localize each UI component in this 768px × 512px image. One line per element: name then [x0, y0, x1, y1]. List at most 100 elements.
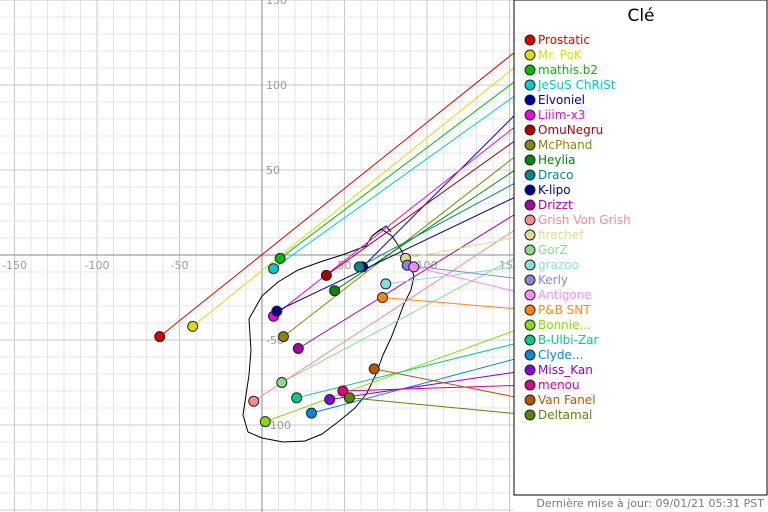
data-point: [353, 261, 365, 273]
x-tick-label: 50: [338, 259, 352, 272]
data-point: [368, 363, 380, 375]
x-tick-label: -150: [2, 259, 27, 272]
data-point: [268, 263, 280, 275]
connector-line: [382, 297, 531, 311]
legend-label: OmuNegru: [538, 123, 603, 137]
connector-line: [253, 219, 531, 402]
data-point: [259, 416, 271, 428]
connector-line: [326, 129, 531, 276]
connector-line: [281, 249, 531, 383]
legend-marker: [524, 304, 536, 316]
legend-marker: [524, 49, 536, 61]
legend-label: P&B SNT: [538, 303, 591, 317]
grid: [0, 0, 513, 512]
legend-marker: [524, 94, 536, 106]
data-point: [306, 407, 317, 419]
connector-line: [279, 69, 531, 259]
connector-line: [273, 84, 531, 270]
data-point: [276, 377, 288, 388]
legend-label: JeSuS ChRiSt: [537, 78, 616, 92]
legend-marker: [524, 139, 536, 151]
data-point: [154, 331, 166, 343]
connector-line: [342, 384, 531, 392]
legend-marker: [524, 184, 536, 196]
legend-marker: [524, 289, 536, 301]
legend-marker: [524, 124, 536, 136]
legend-marker: [524, 409, 536, 421]
legend-label: Elvoniel: [538, 93, 585, 107]
legend-marker: [524, 394, 536, 406]
connector-line: [276, 189, 531, 312]
data-point: [292, 343, 304, 354]
legend-label: B-Ulbi-Zar: [538, 333, 599, 347]
legend-marker: [524, 109, 536, 121]
y-tick-label: 100: [266, 79, 287, 92]
legend-title: Clé: [627, 6, 655, 26]
legend-label: Miss_Kan: [538, 363, 593, 377]
connector-line: [283, 144, 531, 337]
data-point: [248, 395, 260, 407]
data-points: [154, 252, 420, 428]
y-tick-label: 150: [266, 0, 287, 7]
legend-label: GorZ: [538, 243, 568, 257]
connector-line: [359, 174, 531, 268]
legend-marker: [524, 169, 536, 181]
data-point: [324, 394, 336, 405]
data-point: [271, 305, 283, 317]
data-point: [408, 261, 420, 273]
connector-line: [413, 266, 531, 296]
data-point: [277, 331, 289, 343]
data-point: [291, 392, 303, 404]
legend-label: Van Fanel: [538, 393, 596, 407]
legend-label: K-lipo: [538, 183, 571, 197]
connector-line: [374, 368, 531, 401]
connector-line: [273, 114, 531, 317]
legend-marker: [524, 34, 536, 46]
data-point: [329, 285, 341, 297]
legend-marker: [524, 364, 536, 376]
legend-marker: [524, 259, 536, 271]
connector-line: [296, 339, 531, 399]
data-point: [274, 252, 286, 264]
connector-line: [159, 39, 531, 337]
legend-marker: [524, 319, 536, 331]
data-point: [337, 385, 349, 397]
connector-lines: [159, 39, 531, 423]
x-tick-label: -100: [85, 259, 110, 272]
legend-label: grazoo: [538, 258, 579, 272]
x-tick-label: -50: [171, 259, 189, 272]
connector-line: [385, 264, 531, 285]
data-point: [380, 278, 392, 290]
connector-line: [405, 234, 531, 259]
legend-label: Clyde...: [538, 348, 583, 362]
legend-marker: [524, 379, 536, 391]
legend-box: [513, 0, 768, 496]
connector-line: [192, 54, 531, 327]
legend-label: firechef: [538, 228, 584, 242]
legend-marker: [524, 274, 536, 286]
legend-label: mathis.b2: [538, 63, 598, 77]
legend-label: Heylia: [538, 153, 576, 167]
legend-label: Antigone: [538, 288, 592, 302]
connector-line: [407, 264, 531, 281]
legend-marker: [524, 244, 536, 256]
connector-line: [349, 397, 531, 416]
legend-label: Drizzt: [538, 198, 573, 212]
connector-line: [362, 99, 531, 268]
data-point: [376, 292, 388, 303]
legend-marker: [524, 229, 536, 241]
legend-label: Liiim-x3: [538, 108, 585, 122]
connector-line: [298, 204, 531, 349]
legend-marker: [524, 214, 536, 226]
legend-marker: [524, 64, 536, 76]
connector-line: [311, 354, 531, 414]
legend-marker: [524, 154, 536, 166]
data-point: [343, 392, 355, 404]
legend-label: Bonnie...: [538, 318, 591, 332]
legend-label: Mr. PoK: [538, 48, 583, 62]
data-point: [187, 320, 199, 332]
y-tick-label: 50: [266, 164, 280, 177]
legend-marker: [524, 79, 536, 91]
